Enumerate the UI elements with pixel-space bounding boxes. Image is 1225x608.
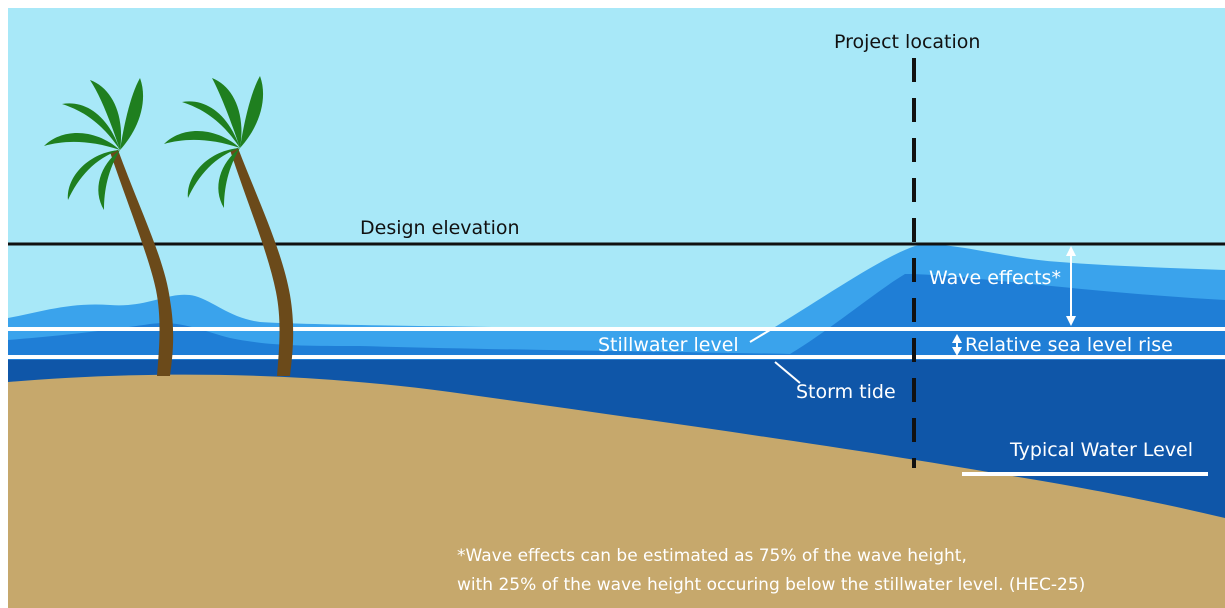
wave-effects-label: Wave effects* xyxy=(929,267,1061,289)
footnote-line-2: with 25% of the wave height occuring bel… xyxy=(457,575,1086,595)
palm-fronds-right xyxy=(164,76,264,208)
sand-beach xyxy=(8,374,1225,608)
palm-tree-left xyxy=(44,78,174,376)
palm-trunk-left xyxy=(110,150,174,376)
sea-level-rise-arrow xyxy=(952,334,962,356)
project-location-label: Project location xyxy=(834,31,981,53)
relative-sea-level-rise-label: Relative sea level rise xyxy=(965,334,1173,356)
storm-tide-label: Storm tide xyxy=(796,381,896,403)
stillwater-level-label: Stillwater level xyxy=(598,334,739,356)
stillwater-pointer xyxy=(749,329,771,343)
typical-water-level-label: Typical Water Level xyxy=(1010,439,1193,461)
storm-tide-pointer xyxy=(774,361,801,384)
palm-tree-right xyxy=(164,76,294,376)
footnote-line-1: *Wave effects can be estimated as 75% of… xyxy=(457,546,967,566)
palm-fronds-left xyxy=(44,78,144,210)
wave-effects-arrow xyxy=(1066,246,1076,326)
wave-crest-mid xyxy=(8,274,1225,360)
palm-trunk-right xyxy=(230,148,294,376)
design-elevation-label: Design elevation xyxy=(360,217,520,239)
